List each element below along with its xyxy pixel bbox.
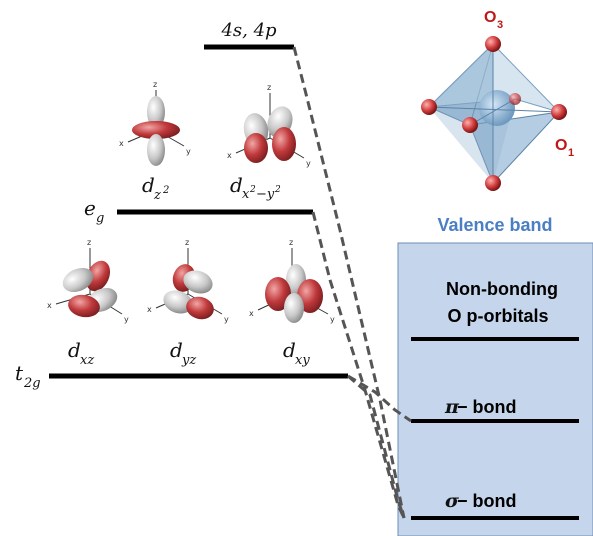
label-t2g-sub: 2g <box>23 376 41 391</box>
central-atom <box>479 90 515 126</box>
label-dx2y2: d x 2 −y 2 <box>230 173 281 202</box>
dyz-sub: yz <box>181 353 196 368</box>
oxygen-atom-top <box>485 36 501 52</box>
dxz-main: d <box>68 338 81 362</box>
o1-main: O <box>555 137 567 154</box>
label-dz2: d z 2 <box>142 173 169 203</box>
axis-x: x <box>249 309 254 318</box>
nonbonding-line1: Non-bonding <box>446 279 558 299</box>
o1-sub: 1 <box>568 147 574 159</box>
dyz-main: d <box>170 338 183 362</box>
label-dxy: d xy <box>283 338 310 368</box>
pi-symbol: π <box>444 396 460 418</box>
label-t2g-main: t <box>15 361 24 385</box>
dxy-main: d <box>283 338 296 362</box>
orbital-dyz: z x y <box>147 238 229 324</box>
valence-band-box <box>397 242 593 536</box>
dx2y2-mid: −y <box>256 187 275 202</box>
oxygen-atom-front <box>462 117 478 133</box>
axis-x: x <box>47 301 52 310</box>
octahedron <box>421 36 567 191</box>
axis-z: z <box>289 238 293 247</box>
sigma-bond-label: σ − bond <box>445 490 517 512</box>
dx2y2-sup1: 2 <box>249 185 256 195</box>
o3-main: O <box>484 9 496 26</box>
label-eg-main: e <box>84 196 96 220</box>
axis-z: z <box>185 238 189 247</box>
axis-y: y <box>306 159 311 168</box>
oxygen-atom-right <box>551 104 567 120</box>
dz2-sup: 2 <box>162 185 169 196</box>
valence-band-title: Valence band <box>437 215 552 235</box>
axis-z: z <box>87 238 91 247</box>
axis-y: y <box>124 315 129 324</box>
sigma-symbol: σ <box>445 490 460 512</box>
orbital-dxz: z x y <box>47 238 129 324</box>
axis-y: y <box>224 315 229 324</box>
dz2-sub: z <box>153 188 161 203</box>
label-o3: O 3 <box>484 9 503 31</box>
label-dxz: d xz <box>68 338 94 368</box>
orbital-dz2: z x y <box>119 80 191 166</box>
dx2y2-sub: x <box>242 187 250 202</box>
orbital-dxy: z x y <box>249 238 335 324</box>
nonbonding-line2: O p-orbitals <box>447 306 548 326</box>
label-o1: O 1 <box>555 137 574 159</box>
label-eg: e g <box>84 196 104 226</box>
label-eg-sub: g <box>96 211 104 226</box>
dx2y2-main: d <box>230 173 243 197</box>
correlation-lines <box>292 46 412 519</box>
dxz-sub: xz <box>80 353 94 368</box>
axis-x: x <box>227 151 232 160</box>
pi-bond-label: π − bond <box>444 396 517 418</box>
axis-x: x <box>119 139 124 148</box>
axis-y: y <box>186 147 191 156</box>
dx2y2-sup2: 2 <box>274 185 281 195</box>
orbital-dx2y2: z x y <box>227 83 311 168</box>
oxygen-atom-left <box>421 99 437 115</box>
pi-text: − bond <box>457 397 517 417</box>
dxy-sub: xy <box>295 353 310 368</box>
label-dyz: d yz <box>170 338 196 368</box>
o3-sub: 3 <box>497 19 503 31</box>
label-t2g: t 2g <box>15 361 41 391</box>
oxygen-atom-bottom <box>485 175 501 191</box>
label-4s4p: 4s, 4p <box>220 20 277 41</box>
axis-z: z <box>153 80 157 89</box>
dz2-main: d <box>142 173 155 197</box>
axis-y: y <box>330 315 335 324</box>
axis-z: z <box>267 83 271 92</box>
sigma-text: − bond <box>457 491 517 511</box>
axis-x: x <box>147 305 152 314</box>
oxygen-atom-back <box>509 93 521 105</box>
